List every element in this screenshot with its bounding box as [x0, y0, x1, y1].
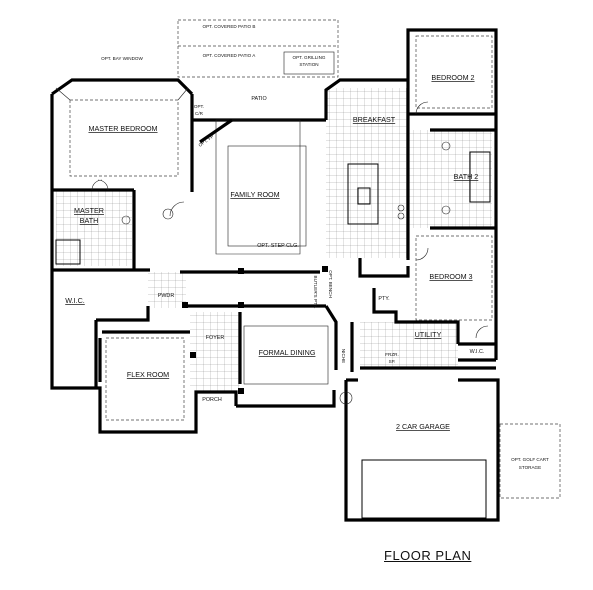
label-opt-bay-window: OPT. BAY WINDOW	[101, 56, 143, 61]
label-opt-cr: OPT.	[194, 104, 204, 109]
label-wic-bed3: W.I.C.	[470, 349, 485, 355]
label-butlers-pty: BUTLER'S PTY.	[313, 276, 318, 309]
optional-patio-outlines	[177, 19, 339, 78]
walls	[50, 28, 500, 522]
label-opt-grilling-station-2: STATION	[299, 62, 318, 67]
label-opt-grilling-station: OPT. GRILLING	[293, 55, 326, 60]
interior-details	[55, 35, 561, 519]
label-frzr-sp-2: SP.	[389, 359, 396, 364]
label-formal-dining: FORMAL DINING	[259, 348, 316, 357]
label-opt-golf-cart-2: STORAGE	[519, 465, 541, 470]
label-opt-bench: OPT. BENCH	[328, 270, 333, 298]
label-bath-2: BATH 2	[454, 172, 479, 181]
room-labels: OPT. COVERED PATIO B OPT. COVERED PATIO …	[65, 24, 549, 470]
label-opt-golf-cart: OPT. GOLF CART	[511, 457, 549, 462]
label-opt-covered-patio-a: OPT. COVERED PATIO A	[203, 53, 257, 58]
label-family-room: FAMILY ROOM	[230, 190, 279, 199]
label-opt-step-clg: OPT. STEP CLG.	[257, 243, 299, 249]
label-niche: NICHE	[341, 349, 346, 363]
label-pwdr: PWDR	[158, 293, 175, 299]
floor-plan-title: FLOOR PLAN	[384, 548, 472, 563]
label-patio: PATIO	[251, 96, 266, 102]
tile-floor-areas	[56, 88, 492, 392]
label-wic-master: W.I.C.	[65, 296, 85, 305]
label-bedroom-2: BEDROOM 2	[431, 73, 474, 82]
label-master-bath-2: BATH	[80, 216, 99, 225]
label-pty: PTY.	[378, 296, 389, 302]
label-two-car-garage: 2 CAR GARAGE	[396, 422, 450, 431]
label-foyer: FOYER	[206, 335, 225, 341]
label-opt-covered-patio-b: OPT. COVERED PATIO B	[203, 24, 256, 29]
label-utility: UTILITY	[415, 330, 442, 339]
label-master-bedroom: MASTER BEDROOM	[88, 124, 157, 133]
label-bedroom-3: BEDROOM 3	[429, 272, 472, 281]
label-frzr-sp: FRZR.	[385, 352, 399, 357]
label-breakfast: BREAKFAST	[353, 115, 396, 124]
label-porch: PORCH	[202, 397, 222, 403]
label-opt-cr-2: C/R	[195, 111, 204, 116]
label-master-bath: MASTER	[74, 206, 104, 215]
label-flex-room: FLEX ROOM	[127, 370, 169, 379]
